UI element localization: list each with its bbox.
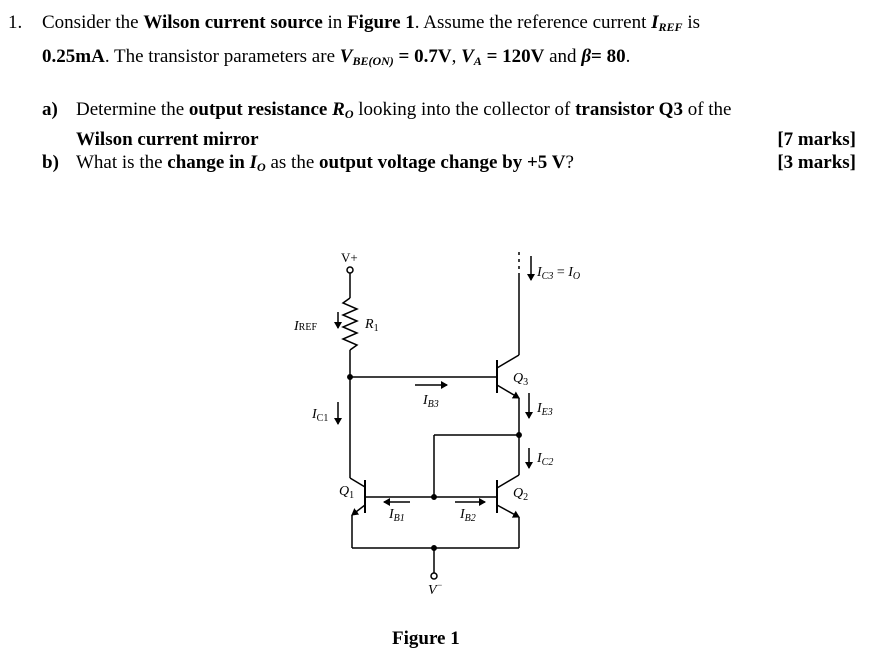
part-a-label: a): [42, 99, 58, 120]
ro-main: R: [332, 99, 345, 120]
text: . The transistor parameters are: [104, 46, 340, 67]
question-number: 1.: [8, 12, 23, 33]
ic3-equals-io-label: IC3 = IO: [536, 265, 580, 282]
iref-sub: REF: [658, 20, 683, 34]
text-output-resistance: output resistance: [188, 99, 333, 120]
text-change-in: change in: [167, 152, 250, 173]
part-b: b) What is the change in IO as the outpu…: [42, 150, 868, 176]
vbe-sub: BE(ON): [352, 54, 394, 68]
vbe-symbol: VBE(ON): [339, 46, 394, 68]
text: looking into the collector of: [353, 99, 576, 120]
part-a-line-1: Determine the output resistance RO looki…: [76, 97, 868, 127]
q1-label: Q1: [339, 484, 354, 501]
text: and: [544, 46, 582, 67]
ic1-label: IC1: [311, 407, 328, 424]
r1-resistor: [341, 297, 359, 351]
text-wilson-current-source: Wilson current source: [143, 12, 323, 33]
ro-sub: O: [344, 107, 354, 121]
figure-caption: Figure 1: [392, 628, 460, 649]
ib3-label: IB3: [422, 393, 439, 410]
text: . Assume the reference current: [414, 12, 652, 33]
text: of the: [682, 99, 732, 120]
vbe-main: V: [339, 46, 353, 67]
text: Determine the: [76, 99, 189, 120]
r1-label: R1: [364, 317, 379, 334]
part-b-text: What is the change in IO as the output v…: [76, 150, 868, 180]
node-dot: [431, 494, 437, 500]
q1-emitter: [351, 504, 366, 516]
q3-emitter: [496, 384, 520, 399]
q2-emitter: [496, 504, 520, 518]
q2-collector: [496, 474, 520, 489]
text-wilson-current-mirror: Wilson current mirror: [76, 129, 259, 150]
vplus-label: V+: [341, 250, 358, 265]
beta-value: = 80: [591, 46, 626, 67]
ro-symbol: RO: [332, 99, 354, 121]
iref-main: I: [651, 12, 659, 33]
text: .: [625, 46, 631, 67]
part-b-marks: [3 marks]: [777, 152, 856, 173]
part-a-text: Determine the output resistance RO looki…: [76, 97, 868, 153]
part-a: a) Determine the output resistance RO lo…: [42, 97, 868, 150]
ie3-label: IE3: [536, 401, 553, 418]
question-line-1: Consider the Wilson current source in Fi…: [42, 8, 864, 42]
text: is: [682, 12, 700, 33]
vminus-terminal: [430, 572, 438, 580]
io-sub: O: [257, 160, 266, 174]
text: What is the: [76, 152, 168, 173]
part-a-marks: [7 marks]: [777, 129, 856, 150]
text: Consider the: [42, 12, 144, 33]
text-transistor-q3: transistor Q3: [575, 99, 683, 120]
vminus-label: V−: [428, 580, 443, 598]
ib1-label: IB1: [388, 507, 405, 524]
vplus-terminal: [346, 266, 354, 274]
io-main: I: [249, 152, 258, 173]
q2-label: Q2: [513, 486, 528, 503]
iref-value: 0.25mA: [42, 46, 105, 67]
q3-collector: [496, 354, 520, 369]
ic2-label: IC2: [536, 451, 553, 468]
vbe-value: = 0.7V: [393, 46, 452, 67]
part-b-label: b): [42, 152, 59, 173]
q3-label: Q3: [513, 371, 528, 388]
va-symbol: VA: [461, 46, 482, 68]
iref-label: IREF: [293, 319, 317, 334]
va-sub: A: [473, 54, 482, 68]
text: ?: [565, 152, 574, 173]
iref-symbol: IREF: [651, 12, 683, 34]
text-output-voltage-change: output voltage change by +5 V: [319, 152, 566, 173]
text: as the: [265, 152, 320, 173]
text: in: [322, 12, 348, 33]
beta-symbol: β: [581, 46, 592, 67]
part-a-line-2: Wilson current mirror [7 marks]: [76, 127, 868, 153]
ib2-label: IB2: [459, 507, 476, 524]
text: ,: [451, 46, 462, 67]
question-statement: Consider the Wilson current source in Fi…: [42, 8, 864, 76]
va-value: = 120V: [481, 46, 545, 67]
question-line-2: 0.25mA. The transistor parameters are VB…: [42, 42, 864, 76]
io-symbol: IO: [249, 152, 266, 174]
q1-collector: [349, 477, 366, 488]
va-main: V: [461, 46, 474, 67]
text-figure-ref: Figure 1: [347, 12, 415, 33]
